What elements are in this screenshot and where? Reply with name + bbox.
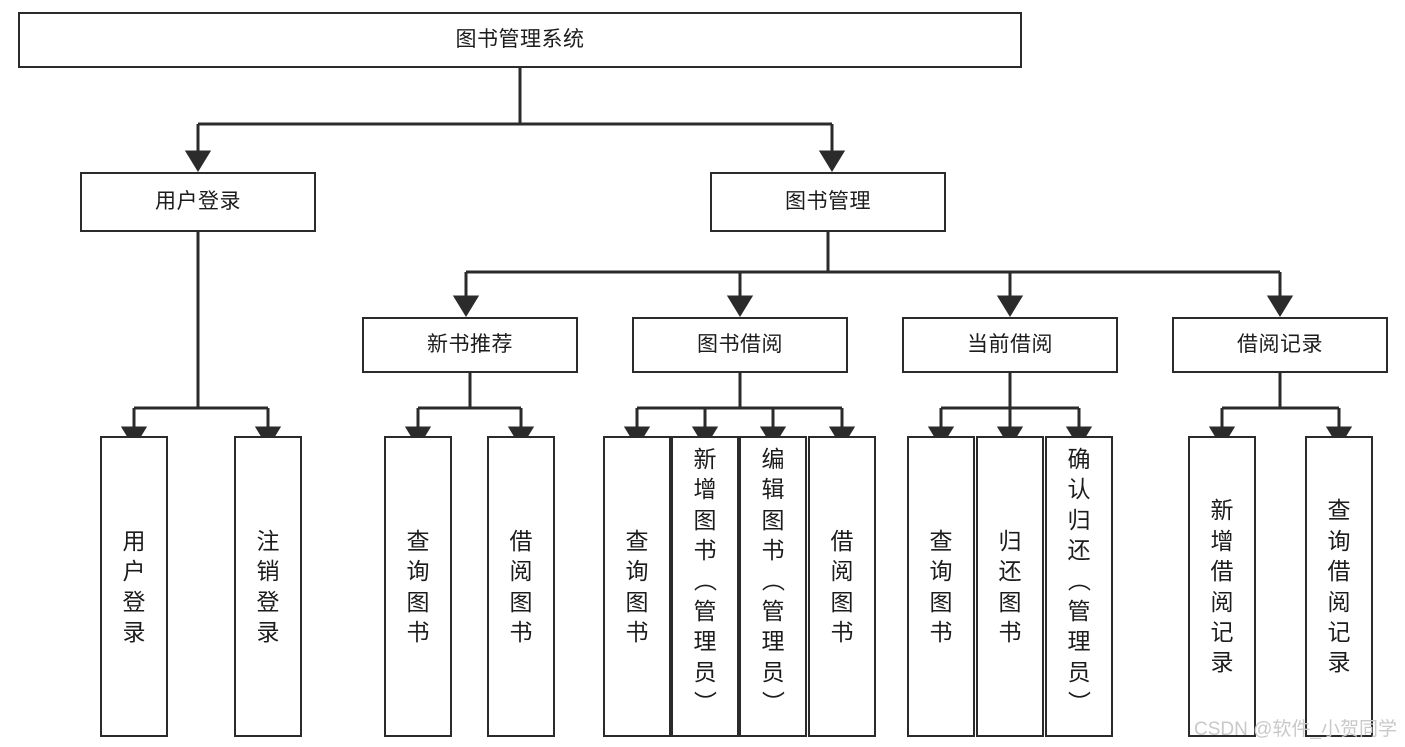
node-book-manage[interactable]: 图书管理 (710, 172, 946, 232)
leaf-add-book[interactable]: 新增图书（管理员） (671, 436, 739, 737)
node-user-login[interactable]: 用户登录 (80, 172, 316, 232)
leaf-edit-book[interactable]: 编辑图书（管理员） (739, 436, 807, 737)
node-root[interactable]: 图书管理系统 (18, 12, 1022, 68)
node-new-book-recommend-label: 新书推荐 (427, 332, 513, 356)
node-borrow-record[interactable]: 借阅记录 (1172, 317, 1388, 373)
node-borrow-record-label: 借阅记录 (1237, 332, 1323, 356)
leaf-query-record[interactable]: 查询借阅记录 (1305, 436, 1373, 737)
leaf-borrow-book-1[interactable]: 借阅图书 (487, 436, 555, 737)
leaf-borrow-book-2[interactable]: 借阅图书 (808, 436, 876, 737)
leaf-query-book-1-label: 查询图书 (406, 527, 430, 645)
leaf-add-record[interactable]: 新增借阅记录 (1188, 436, 1256, 737)
leaf-user-login[interactable]: 用户登录 (100, 436, 168, 737)
node-book-borrow[interactable]: 图书借阅 (632, 317, 848, 373)
csdn-watermark: CSDN @软件_小贺同学 (1194, 719, 1397, 740)
node-book-borrow-label: 图书借阅 (697, 332, 783, 356)
leaf-edit-book-label: 编辑图书（管理员） (760, 446, 787, 714)
leaf-borrow-book-2-label: 借阅图书 (830, 527, 854, 645)
leaf-return-book-label: 归还图书 (998, 527, 1022, 645)
leaf-add-book-label: 新增图书（管理员） (692, 446, 719, 714)
leaf-confirm-return-label: 确认归还（管理员） (1066, 446, 1093, 714)
leaf-user-login-label: 用户登录 (122, 527, 146, 645)
node-current-borrow-label: 当前借阅 (967, 332, 1053, 356)
leaf-query-book-3-label: 查询图书 (929, 527, 953, 645)
node-current-borrow[interactable]: 当前借阅 (902, 317, 1118, 373)
leaf-query-book-2[interactable]: 查询图书 (603, 436, 671, 737)
leaf-add-record-label: 新增借阅记录 (1210, 497, 1234, 676)
leaf-query-book-1[interactable]: 查询图书 (384, 436, 452, 737)
node-new-book-recommend[interactable]: 新书推荐 (362, 317, 578, 373)
leaf-confirm-return[interactable]: 确认归还（管理员） (1045, 436, 1113, 737)
leaf-return-book[interactable]: 归还图书 (976, 436, 1044, 737)
leaf-query-book-3[interactable]: 查询图书 (907, 436, 975, 737)
node-book-manage-label: 图书管理 (785, 189, 871, 213)
leaf-logout[interactable]: 注销登录 (234, 436, 302, 737)
leaf-logout-label: 注销登录 (256, 527, 280, 645)
leaf-query-book-2-label: 查询图书 (625, 527, 649, 645)
node-root-label: 图书管理系统 (455, 27, 585, 51)
leaf-query-record-label: 查询借阅记录 (1327, 497, 1351, 676)
node-user-login-label: 用户登录 (155, 189, 241, 213)
leaf-borrow-book-1-label: 借阅图书 (509, 527, 533, 645)
